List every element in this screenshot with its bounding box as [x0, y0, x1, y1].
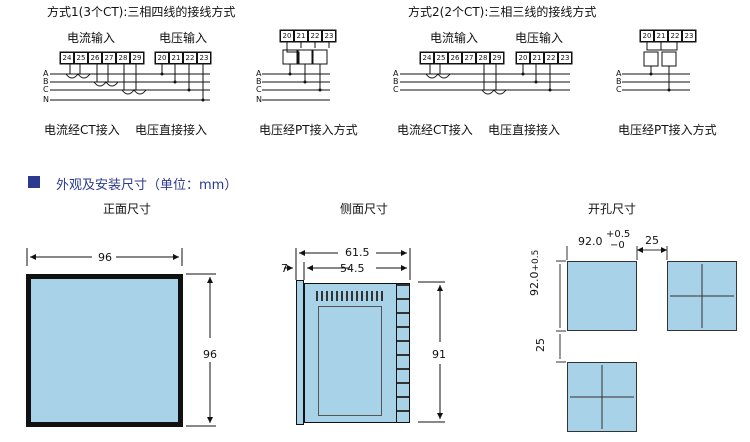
front-panel-face — [31, 279, 178, 422]
front-height-value: 96 — [203, 348, 217, 361]
phase-label: N — [43, 95, 49, 104]
ct-access-label-1: 电流经CT接入 — [44, 123, 120, 137]
side-height-value: 91 — [432, 348, 446, 361]
section-title: 外观及安装尺寸（单位：mm） — [56, 178, 238, 193]
phase-label: B — [256, 77, 262, 86]
terminal-number: 22 — [668, 30, 682, 42]
terminal-number: 26 — [448, 52, 462, 64]
terminal-number: 21 — [654, 30, 668, 42]
terminal-number: 28 — [116, 52, 130, 64]
side-front-bezel — [296, 280, 304, 425]
terminal-number: 27 — [462, 52, 476, 64]
terminal-number: 21 — [530, 52, 544, 64]
phase-label: C — [43, 85, 49, 94]
cutout-square-1 — [567, 261, 637, 331]
cutout-height-value: 92.0+0.5 — [528, 250, 541, 296]
phase-label: B — [393, 77, 399, 86]
terminal-number: 21 — [169, 52, 183, 64]
wiring-diagram-mode1 — [50, 29, 697, 102]
side-body-value: 54.5 — [340, 262, 365, 275]
front-dimensions — [26, 248, 216, 427]
phase-label: B — [616, 77, 622, 86]
cutout-tol-plus: +0.5 — [606, 229, 631, 240]
cutout-view-label: 开孔尺寸 — [588, 202, 637, 216]
side-inner-panel — [318, 306, 382, 416]
section-marker — [28, 176, 40, 188]
terminal-number: 28 — [476, 52, 490, 64]
phase-label: N — [256, 95, 262, 104]
phase-label: A — [43, 69, 49, 78]
side-total-value: 61.5 — [345, 246, 370, 259]
terminal-number: 23 — [322, 30, 336, 42]
terminal-number: 22 — [183, 52, 197, 64]
terminal-number: 21 — [294, 30, 308, 42]
terminal-number: 20 — [640, 30, 654, 42]
phase-label: C — [616, 85, 622, 94]
terminal-number: 20 — [280, 30, 294, 42]
terminal-number: 22 — [308, 30, 322, 42]
voltage-input-label-1: 电压输入 — [159, 31, 208, 45]
phase-label: A — [393, 69, 399, 78]
terminal-number: 20 — [155, 52, 169, 64]
cutout-height-number: 92.0 — [528, 271, 541, 297]
side-vent-strip — [316, 291, 384, 301]
side-view-label: 侧面尺寸 — [340, 202, 389, 216]
side-terminal-strip — [396, 283, 410, 423]
current-input-label-1: 电流输入 — [67, 31, 116, 45]
terminal-number: 25 — [434, 52, 448, 64]
terminal-number: 27 — [102, 52, 116, 64]
side-front-value: 7 — [281, 262, 288, 275]
cutout-dimensions — [556, 246, 734, 429]
terminal-number: 25 — [74, 52, 88, 64]
phase-label: A — [256, 69, 262, 78]
phase-label: C — [256, 85, 262, 94]
terminal-number: 29 — [130, 52, 144, 64]
terminal-number: 26 — [88, 52, 102, 64]
cutout-width-value: 92.0 — [578, 235, 603, 248]
terminal-number: 20 — [516, 52, 530, 64]
mode2-title: 方式2(2个CT):三相三线的接线方式 — [408, 5, 597, 19]
terminal-number: 23 — [197, 52, 211, 64]
ct-access-label-2: 电流经CT接入 — [397, 123, 473, 137]
side-dimensions — [284, 248, 445, 423]
terminal-number: 24 — [60, 52, 74, 64]
front-view-label: 正面尺寸 — [103, 202, 152, 216]
cutout-gap-horizontal: 25 — [645, 234, 659, 247]
cutout-gap-vertical: 25 — [534, 338, 547, 352]
terminal-number: 22 — [544, 52, 558, 64]
phase-label: C — [393, 85, 399, 94]
direct-voltage-label-2: 电压直接接入 — [488, 123, 561, 137]
terminal-number: 23 — [558, 52, 572, 64]
terminal-number: 24 — [420, 52, 434, 64]
voltage-input-label-2: 电压输入 — [515, 31, 564, 45]
pt-access-label-2: 电压经PT接入方式 — [618, 123, 717, 137]
mode1-title: 方式1(3个CT):三相四线的接线方式 — [47, 5, 236, 19]
pt-access-label-1: 电压经PT接入方式 — [259, 123, 358, 137]
cutout-height-tol: +0.5 — [531, 249, 541, 272]
phase-label: B — [43, 77, 49, 86]
current-input-label-2: 电流输入 — [430, 31, 479, 45]
direct-voltage-label-1: 电压直接接入 — [135, 123, 208, 137]
terminal-number: 23 — [682, 30, 696, 42]
front-width-value: 96 — [98, 251, 112, 264]
phase-label: A — [616, 69, 622, 78]
terminal-number: 29 — [490, 52, 504, 64]
cutout-tol-minus: −0 — [610, 240, 625, 251]
